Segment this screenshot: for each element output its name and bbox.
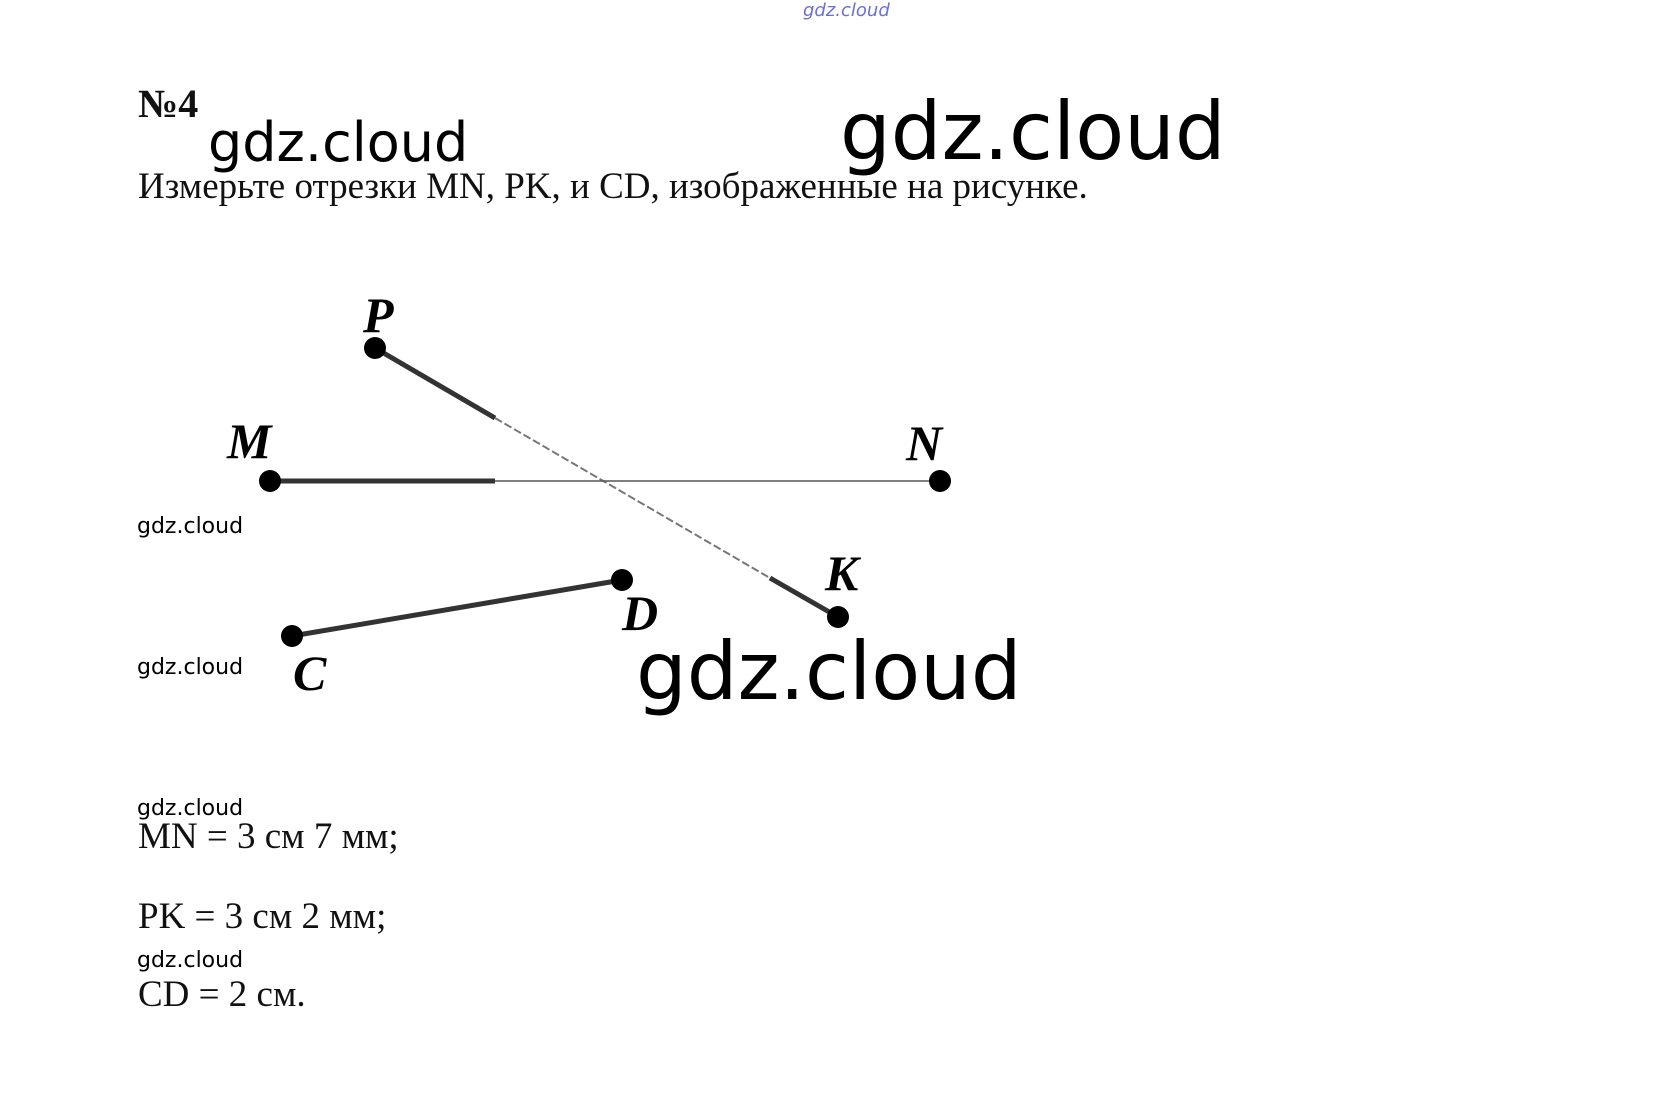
point-k (827, 606, 849, 628)
segment-pk-solid-start (373, 345, 497, 421)
task-text: Измерьте отрезки MN, PK, и CD, изображен… (138, 166, 1088, 207)
task-number: №4 (138, 81, 199, 126)
watermark-large: gdz.cloud (636, 625, 1022, 718)
answer-cd: CD = 2 см. (138, 974, 306, 1015)
watermark-large: gdz.cloud (840, 85, 1226, 178)
point-n (929, 470, 951, 492)
point-m (259, 470, 281, 492)
watermark-small: gdz.cloud (137, 655, 244, 680)
label-m: M (226, 413, 273, 469)
label-d: D (621, 585, 658, 641)
watermark-small: gdz.cloud (137, 948, 244, 973)
segment-cd (291, 577, 623, 639)
answer-pk: PK = 3 см 2 мм; (138, 896, 387, 937)
segment-pk-thin (494, 417, 771, 579)
segment-pk-solid-end (768, 575, 840, 620)
label-p: P (362, 287, 394, 343)
watermark-small: gdz.cloud (137, 514, 244, 539)
watermark-small: gdz.cloud (137, 796, 244, 821)
label-k: K (824, 545, 862, 601)
label-n: N (905, 415, 944, 471)
watermark-large: gdz.cloud (208, 111, 469, 174)
point-d (611, 569, 633, 591)
point-p (364, 337, 386, 359)
answer-mn: MN = 3 см 7 мм; (138, 816, 399, 857)
point-c (281, 625, 303, 647)
site-link[interactable]: gdz.cloud (803, 0, 890, 21)
label-c: C (293, 645, 327, 701)
